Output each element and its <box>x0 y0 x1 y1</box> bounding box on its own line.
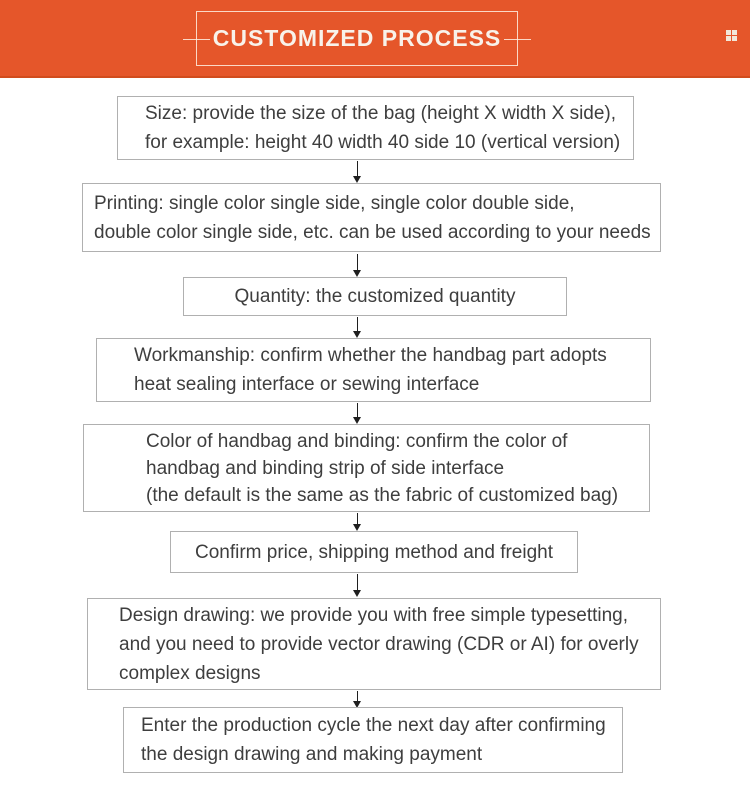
title-box: CUSTOMIZED PROCESS <box>183 11 531 66</box>
flow-step-design-text: Design drawing: we provide you with free… <box>119 604 639 684</box>
flow-step-price: Confirm price, shipping method and freig… <box>170 531 578 573</box>
flow-step-printing-text: Printing: single color single side, sing… <box>94 192 651 243</box>
flow-step-workmanship-text: Workmanship: confirm whether the handbag… <box>134 345 607 395</box>
flow-step-production: Enter the production cycle the next day … <box>123 707 623 773</box>
flow-step-workmanship: Workmanship: confirm whether the handbag… <box>96 338 651 402</box>
arrow-down-icon <box>353 254 361 277</box>
flow-step-color-text: Color of handbag and binding: confirm th… <box>146 430 619 506</box>
arrow-down-icon <box>353 317 361 338</box>
arrow-down-icon <box>353 574 361 597</box>
arrow-down-icon <box>353 691 361 708</box>
flow-step-size-text: Size: provide the size of the bag (heigh… <box>145 103 621 153</box>
flow-step-price-text: Confirm price, shipping method and freig… <box>194 541 554 563</box>
flow-step-quantity-text: Quantity: the customized quantity <box>234 286 516 307</box>
arrow-down-icon <box>353 403 361 424</box>
grid-icon-square <box>732 30 737 35</box>
grid-icon-square <box>726 30 731 35</box>
flow-step-printing: Printing: single color single side, sing… <box>82 183 661 252</box>
flow-step-color: Color of handbag and binding: confirm th… <box>83 424 650 512</box>
grid-icon-square <box>732 36 737 41</box>
flow-step-quantity: Quantity: the customized quantity <box>183 277 567 316</box>
header-banner: CUSTOMIZED PROCESS <box>0 0 750 78</box>
page-title: CUSTOMIZED PROCESS <box>212 25 502 51</box>
grid-icon <box>726 30 737 41</box>
flow-step-design: Design drawing: we provide you with free… <box>87 598 661 690</box>
flow-step-size: Size: provide the size of the bag (heigh… <box>117 96 634 160</box>
grid-icon-square <box>726 36 731 41</box>
flow-step-production-text: Enter the production cycle the next day … <box>141 715 606 765</box>
arrow-down-icon <box>353 513 361 531</box>
arrow-down-icon <box>353 161 361 183</box>
